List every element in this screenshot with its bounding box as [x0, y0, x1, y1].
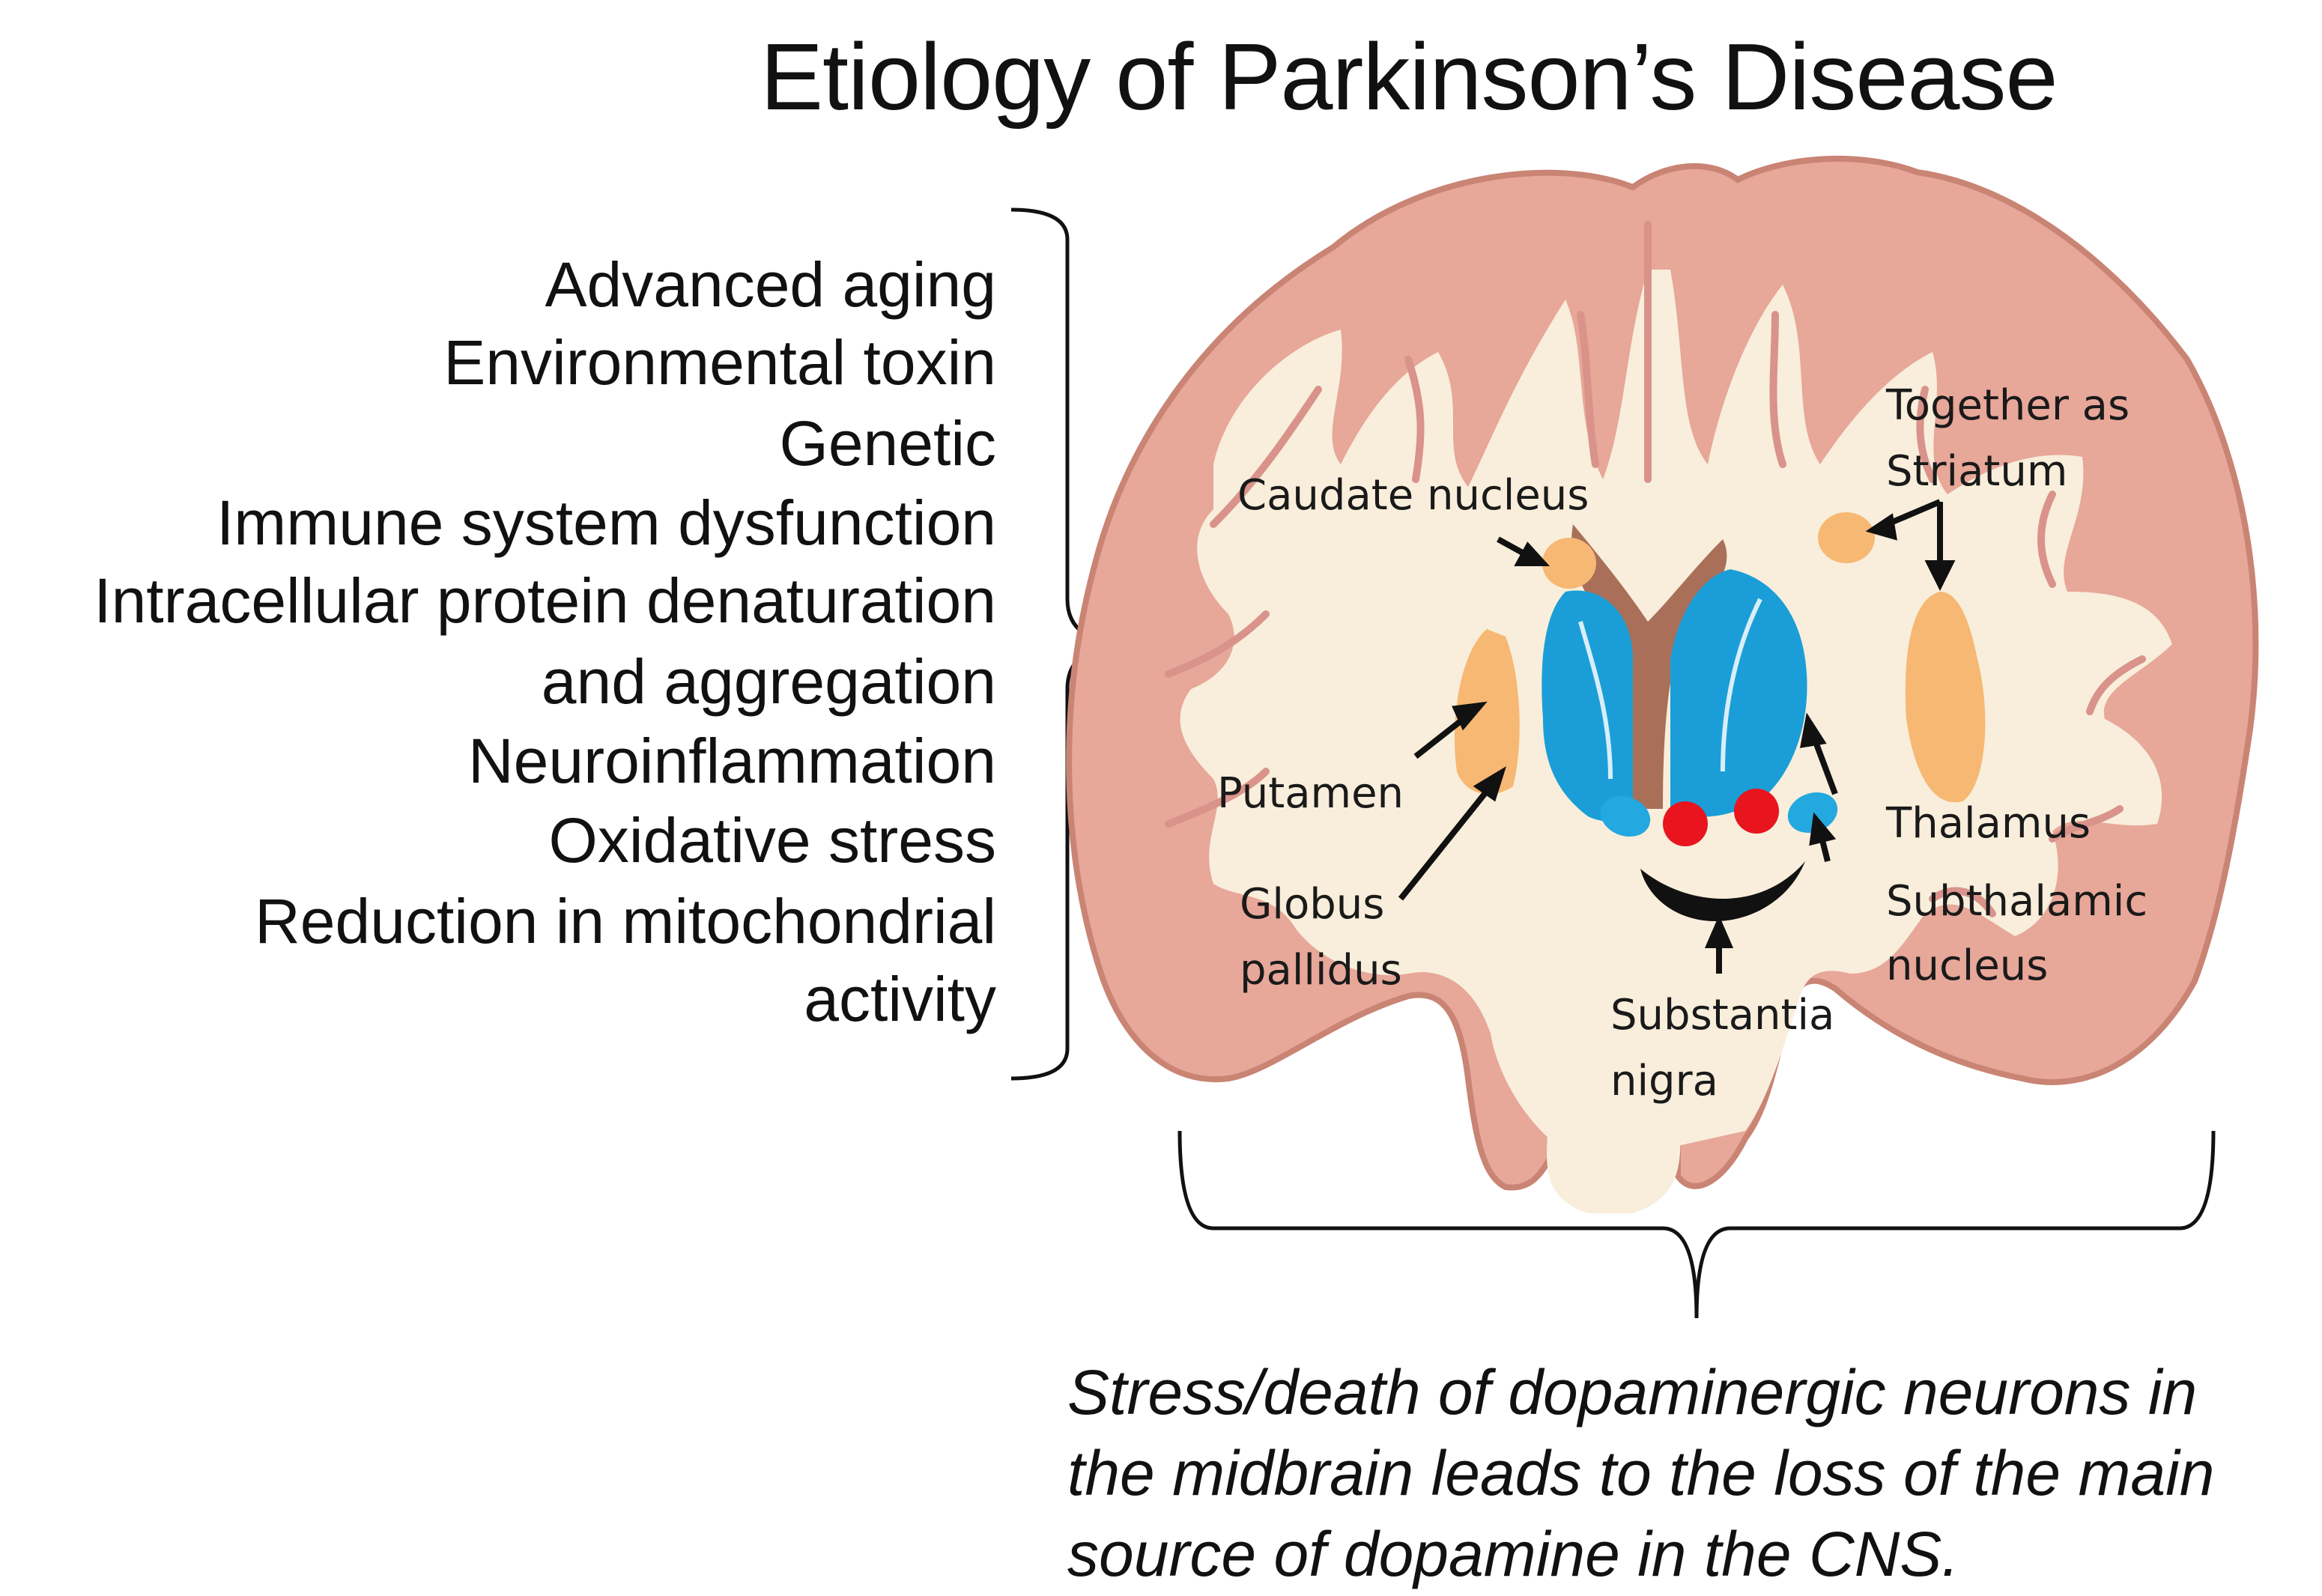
- red-nucleus-left: [1663, 801, 1708, 846]
- globus-pallidus-label-line2: pallidus: [1240, 946, 1402, 995]
- subthalamic-label-line1: Subthalamic: [1886, 877, 2147, 926]
- cause-item: and aggregation: [541, 646, 996, 717]
- cortex-folds: [1165, 221, 2146, 917]
- causes-list: Advanced aging Environmental toxin Genet…: [0, 247, 996, 1071]
- conclusion-line: the midbrain leads to the loss of the ma…: [1067, 1438, 2215, 1508]
- cause-item: Reduction in mitochondrial: [255, 886, 996, 956]
- cause-item: Advanced aging: [545, 249, 996, 320]
- cause-item: Neuroinflammation: [468, 726, 996, 796]
- caudate-nucleus-right: [1818, 512, 1875, 563]
- substantia-nigra: [1640, 861, 1805, 921]
- putamen-label: Putamen: [1217, 769, 1404, 818]
- page-title: Etiology of Parkinson’s Disease: [760, 24, 2058, 130]
- title-block: Etiology of Parkinson’s Disease: [0, 13, 2322, 133]
- cause-item: Intracellular protein denaturation: [94, 565, 996, 636]
- cause-item: Genetic: [779, 408, 997, 479]
- conclusion-line: Stress/death of dopaminergic neurons in: [1067, 1357, 2198, 1427]
- conclusion-line: source of dopamine in the CNS.: [1067, 1519, 1959, 1589]
- label-arrows: [1398, 499, 1956, 974]
- globus-pallidus-label-line1: Globus: [1240, 880, 1384, 929]
- striatum-label-line1: Together as: [1885, 381, 2129, 430]
- thalamus-divider: [1721, 598, 1762, 772]
- substantia-nigra-label-line1: Substantia: [1610, 991, 1834, 1040]
- subthalamic-label-line2: nucleus: [1886, 941, 2048, 990]
- cause-item: Oxidative stress: [548, 805, 996, 876]
- subthalamic-nucleus-right: [1787, 792, 1838, 834]
- subthalamic-nucleus-left: [1600, 795, 1651, 837]
- caudate-nucleus-left: [1542, 538, 1596, 589]
- putamen-left: [1454, 629, 1520, 795]
- thalamus-right: [1670, 569, 1807, 817]
- cause-item: activity: [804, 964, 996, 1034]
- thalamus-label: Thalamus: [1885, 799, 2091, 848]
- conclusion-text: Stress/death of dopaminergic neurons in …: [1067, 1352, 2303, 1595]
- caudate-label: Caudate nucleus: [1237, 471, 1589, 520]
- striatum-label-line2: Striatum: [1886, 447, 2067, 496]
- lateral-ventricle: [1571, 524, 1727, 809]
- striatum-right: [1905, 592, 1986, 803]
- red-nucleus-right: [1734, 789, 1779, 834]
- substantia-nigra-label-line2: nigra: [1610, 1057, 1718, 1105]
- cause-item: Immune system dysfunction: [216, 488, 996, 558]
- cause-item: Environmental toxin: [443, 327, 996, 398]
- conclusion-bracket: [1177, 1130, 2216, 1319]
- thalamus-divider: [1578, 621, 1613, 780]
